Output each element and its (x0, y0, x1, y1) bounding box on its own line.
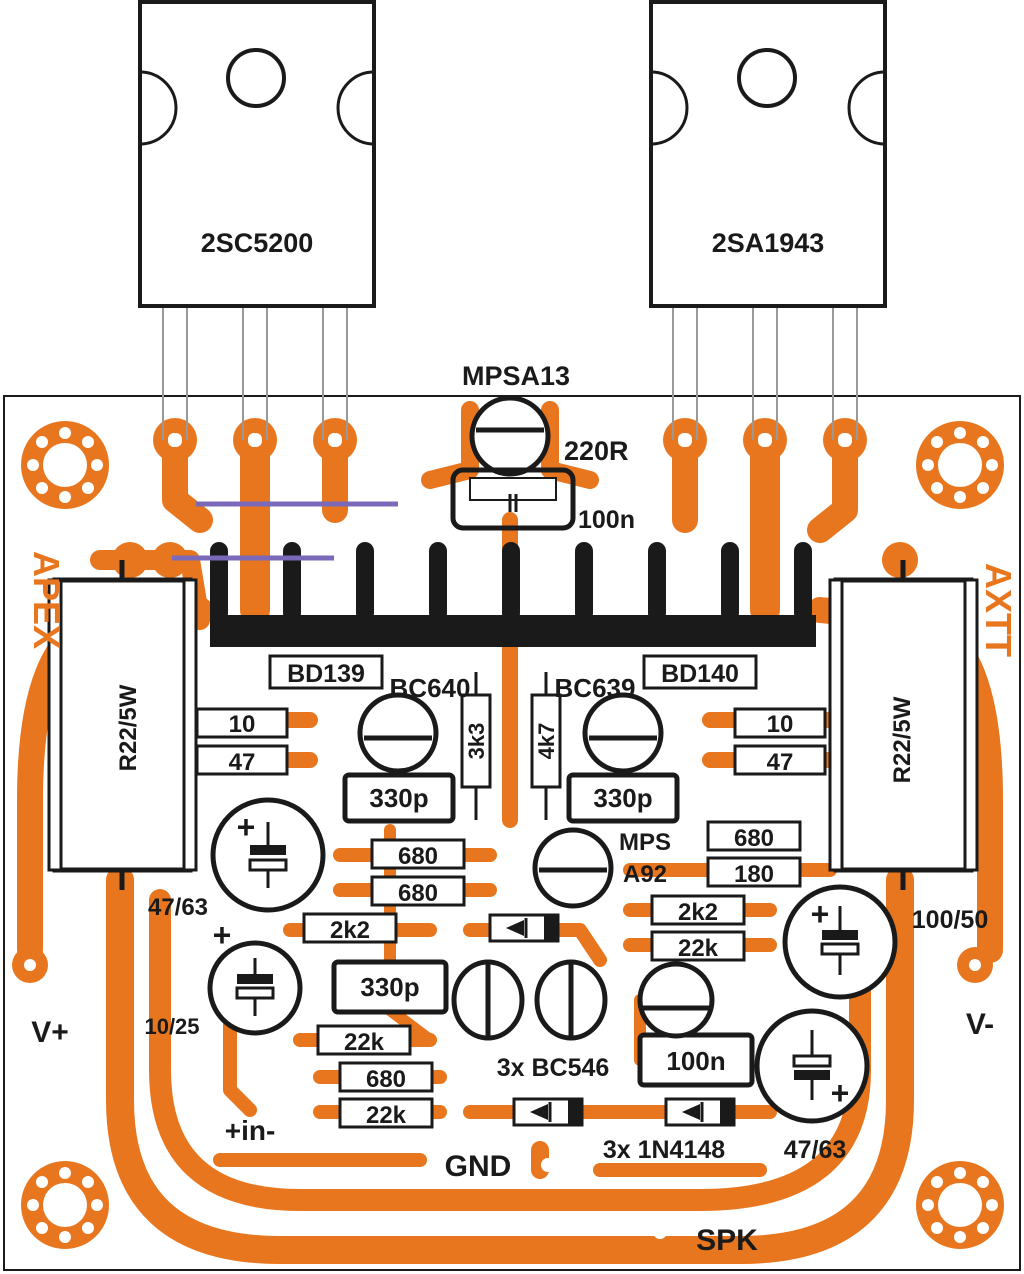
c330p-left: 330p (342, 772, 456, 824)
svg-text:BC639: BC639 (555, 673, 636, 703)
r22k-a: 22k (316, 1024, 412, 1056)
svg-text:330p: 330p (369, 783, 428, 813)
svg-text:+: + (831, 1075, 850, 1111)
r680-c: 680 (706, 820, 802, 852)
r2k2-left: 2k2 (302, 912, 398, 944)
electrolytics: + 47/63 + 10/25 + 100/50 + 47/63 (144, 797, 988, 1164)
r10-right: 10 (733, 707, 827, 739)
resistors-small: 10 47 10 47 680 680 680 180 2k2 2k2 22k … (195, 707, 827, 1129)
svg-text:BD140: BD140 (661, 660, 739, 688)
mounting-holes (21, 421, 1004, 1249)
label-v-plus: V+ (31, 1016, 69, 1049)
r3k3: 3k3 (460, 672, 492, 820)
c330p-right: 330p (566, 772, 680, 824)
svg-text:47: 47 (767, 749, 794, 776)
svg-text:3k3: 3k3 (464, 723, 489, 760)
mpsa92: MPS A92 (532, 827, 671, 909)
svg-text:22k: 22k (366, 1102, 407, 1129)
svg-text:R22/5W: R22/5W (889, 696, 916, 783)
label-spk: SPK (696, 1224, 758, 1257)
svg-text:BD139: BD139 (287, 660, 365, 688)
svg-text:100/50: 100/50 (912, 906, 988, 934)
pad-holes (24, 433, 981, 1239)
svg-text:10/25: 10/25 (144, 1014, 199, 1039)
svg-text:R22/5W: R22/5W (115, 684, 142, 771)
label-100n-top: 100n (578, 506, 635, 534)
diode-3 (664, 1097, 736, 1127)
r22k-b: 22k (338, 1097, 434, 1129)
r680-b: 680 (370, 875, 466, 907)
e47-63-right: + 47/63 (754, 1008, 870, 1164)
svg-text:330p: 330p (593, 783, 652, 813)
svg-text:4k7: 4k7 (534, 723, 559, 760)
diode-1 (488, 913, 560, 943)
r680-d: 680 (338, 1061, 434, 1093)
label-2sa1943: 2SA1943 (712, 228, 825, 258)
diode-2 (512, 1097, 584, 1127)
label-2sc5200: 2SC5200 (201, 228, 314, 258)
svg-text:47/63: 47/63 (784, 1136, 847, 1164)
pcb-text-right: AXTT (978, 563, 1019, 657)
r180: 180 (706, 856, 802, 888)
svg-text:+: + (811, 896, 830, 932)
label-mpsa13: MPSA13 (462, 361, 570, 391)
bd139: BD139 (268, 654, 384, 690)
diodes: 3x 1N4148 (488, 913, 736, 1164)
r10-left: 10 (195, 707, 289, 739)
power-transistor-right: 2SA1943 (649, 0, 887, 440)
svg-text:BC640: BC640 (390, 673, 471, 703)
bc640: BC640 (357, 673, 471, 774)
svg-text:2k2: 2k2 (678, 899, 718, 926)
bc546-group: 3x BC546 (451, 959, 715, 1082)
capacitors-box: 330p 330p 330p 100n (331, 772, 755, 1088)
svg-text:100n: 100n (666, 1046, 725, 1076)
svg-text:10: 10 (767, 711, 794, 738)
e10-25: + 10/25 (144, 917, 303, 1039)
svg-text:2k2: 2k2 (330, 917, 370, 944)
label-gnd: GND (445, 1150, 512, 1183)
r47-right: 47 (733, 744, 827, 776)
r2k2-right: 2k2 (650, 894, 746, 926)
pcb-text-left: APEX (26, 551, 67, 649)
svg-text:680: 680 (366, 1066, 406, 1093)
jumper-wires (172, 501, 398, 561)
svg-text:10: 10 (229, 711, 256, 738)
c100n-bottom: 100n (637, 1032, 755, 1088)
svg-text:180: 180 (734, 861, 774, 888)
label-v-minus: V- (966, 1008, 994, 1041)
svg-text:680: 680 (398, 843, 438, 870)
e47-63-left: + 47/63 (148, 797, 326, 921)
r4k7: 4k7 (530, 672, 562, 820)
label-1n4148: 3x 1N4148 (603, 1136, 725, 1164)
svg-text:680: 680 (734, 825, 774, 852)
svg-text:+: + (213, 917, 232, 953)
svg-text:+: + (237, 809, 256, 845)
bc639: BC639 (555, 673, 664, 774)
c330p-mid: 330p (331, 959, 449, 1015)
svg-text:22k: 22k (678, 935, 719, 962)
svg-text:47/63: 47/63 (148, 894, 208, 921)
label-bc546: 3x BC546 (497, 1054, 610, 1082)
power-transistor-left: 2SC5200 (138, 0, 376, 440)
svg-text:MPS: MPS (619, 829, 671, 856)
r22-5w-right: R22/5W (828, 560, 979, 890)
r220-c100n: 220R 100n (450, 436, 635, 534)
heatsink (210, 542, 816, 647)
mpsa13: MPSA13 (462, 361, 570, 477)
svg-text:A92: A92 (623, 861, 667, 888)
svg-text:47: 47 (229, 749, 256, 776)
bd140: BD140 (642, 654, 758, 690)
r47-left: 47 (195, 744, 289, 776)
svg-text:680: 680 (398, 880, 438, 907)
r22-5w-left: R22/5W (47, 560, 198, 890)
label-input: +in- (225, 1115, 276, 1146)
r680-a: 680 (370, 838, 466, 870)
svg-text:22k: 22k (344, 1029, 385, 1056)
label-220r: 220R (564, 436, 629, 466)
svg-text:330p: 330p (360, 972, 419, 1002)
e100-50: + 100/50 (782, 884, 988, 1000)
r22k-right: 22k (650, 930, 746, 962)
